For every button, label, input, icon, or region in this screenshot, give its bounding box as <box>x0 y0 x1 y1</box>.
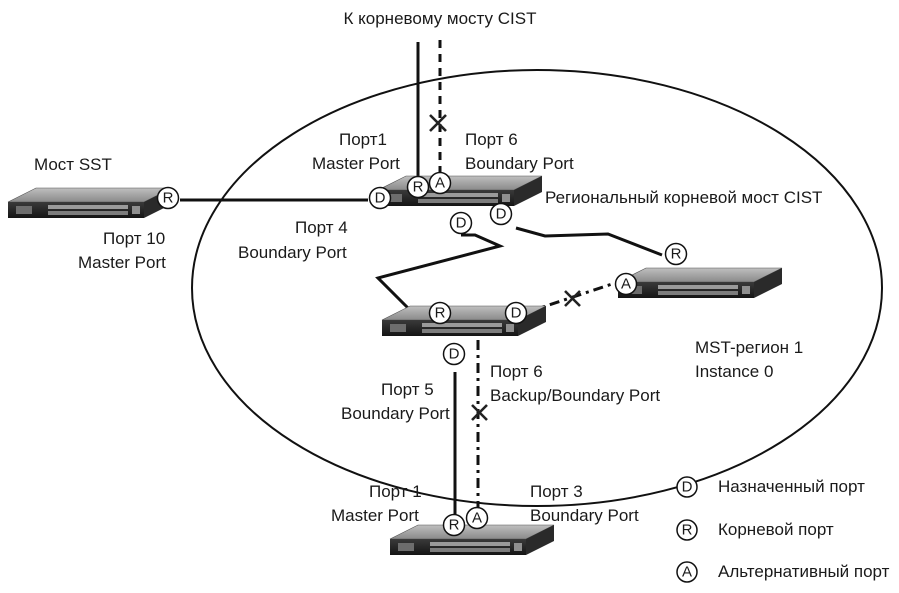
link-root-to-middle <box>375 233 505 314</box>
label-region-instance: Instance 0 <box>695 362 773 381</box>
legend-item-root: R Корневой порт <box>676 519 834 541</box>
links-dashed <box>438 40 613 518</box>
badge-letter: R <box>163 190 174 207</box>
badge-letter: R <box>435 305 446 322</box>
badge-letter: D <box>511 305 522 322</box>
legend-item-designated: D Назначенный порт <box>676 476 865 498</box>
text-labels: К корневому мосту CIST Мост SST Порт 10 … <box>34 9 822 525</box>
port-badge-designated: D <box>489 202 513 226</box>
legend-letter: D <box>682 479 693 496</box>
port-badge-alternate: A <box>465 506 489 530</box>
label-region-name: MST-регион 1 <box>695 338 803 357</box>
port-badge-root: R <box>664 242 688 266</box>
label-port5-number: Порт 5 <box>381 380 434 399</box>
badge-letter: A <box>472 510 482 527</box>
legend-letter: R <box>682 522 693 539</box>
switch-sst-bridge <box>7 187 173 219</box>
port-badge-alternate: A <box>428 171 452 195</box>
label-port4-number: Порт 4 <box>295 218 348 237</box>
legend-item-alternate: A Альтернативный порт <box>676 561 890 583</box>
port-badge-root: R <box>406 175 430 199</box>
blocked-marks <box>429 114 581 421</box>
port-badge-designated: D <box>442 342 466 366</box>
blocked-x-icon <box>429 114 447 132</box>
port-badge-designated: D <box>504 301 528 325</box>
port-badge-designated: D <box>449 211 473 235</box>
badge-letter: A <box>621 276 631 293</box>
label-port4-role: Boundary Port <box>238 243 347 262</box>
label-port1-top-number: Порт1 <box>339 130 387 149</box>
link-middle-to-right-alt <box>527 282 613 314</box>
port-badge-alternate: A <box>614 272 638 296</box>
switch-bottom <box>389 524 555 556</box>
link-root-to-right <box>515 226 663 257</box>
label-port1-bottom-role: Master Port <box>331 506 419 525</box>
legend-text: Альтернативный порт <box>718 562 890 581</box>
port-badge-designated: D <box>368 186 392 210</box>
label-port6-top-number: Порт 6 <box>465 130 518 149</box>
blocked-x-icon <box>564 290 581 307</box>
label-port6-mid-number: Порт 6 <box>490 362 543 381</box>
links-solid <box>180 42 663 520</box>
label-port6-mid-role: Backup/Boundary Port <box>490 386 660 405</box>
port-badge-root: R <box>442 513 466 537</box>
badge-letter: D <box>496 206 507 223</box>
blocked-x-icon <box>471 404 488 421</box>
legend: D Назначенный порт R Корневой порт A Аль… <box>676 476 890 583</box>
badge-letter: R <box>413 179 424 196</box>
badge-letter: D <box>449 346 460 363</box>
badge-letter: D <box>375 190 386 207</box>
legend-text: Назначенный порт <box>718 477 865 496</box>
badge-letter: D <box>456 215 467 232</box>
switch-regional-root <box>377 175 543 207</box>
port-badges: R D R A D D R A R D D R A <box>156 171 688 537</box>
label-port10-role: Master Port <box>78 253 166 272</box>
label-sst-bridge: Мост SST <box>34 155 112 174</box>
label-port3-role: Boundary Port <box>530 506 639 525</box>
switch-right <box>617 267 783 299</box>
port-badge-root: R <box>428 301 452 325</box>
badge-letter: A <box>435 175 445 192</box>
badge-letter: R <box>449 517 460 534</box>
label-port1-top-role: Master Port <box>312 154 400 173</box>
label-port3-number: Порт 3 <box>530 482 583 501</box>
diagram-title: К корневому мосту CIST <box>344 9 537 28</box>
legend-letter: A <box>682 564 692 581</box>
label-port1-bottom-number: Порт 1 <box>369 482 422 501</box>
label-port10-number: Порт 10 <box>103 229 165 248</box>
legend-text: Корневой порт <box>718 520 834 539</box>
label-port5-role: Boundary Port <box>341 404 450 423</box>
mst-region-boundary <box>191 69 883 507</box>
label-port6-top-role: Boundary Port <box>465 154 574 173</box>
port-badge-root: R <box>156 186 180 210</box>
label-regional-root-bridge: Региональный корневой мост CIST <box>545 188 822 207</box>
badge-letter: R <box>671 246 682 263</box>
